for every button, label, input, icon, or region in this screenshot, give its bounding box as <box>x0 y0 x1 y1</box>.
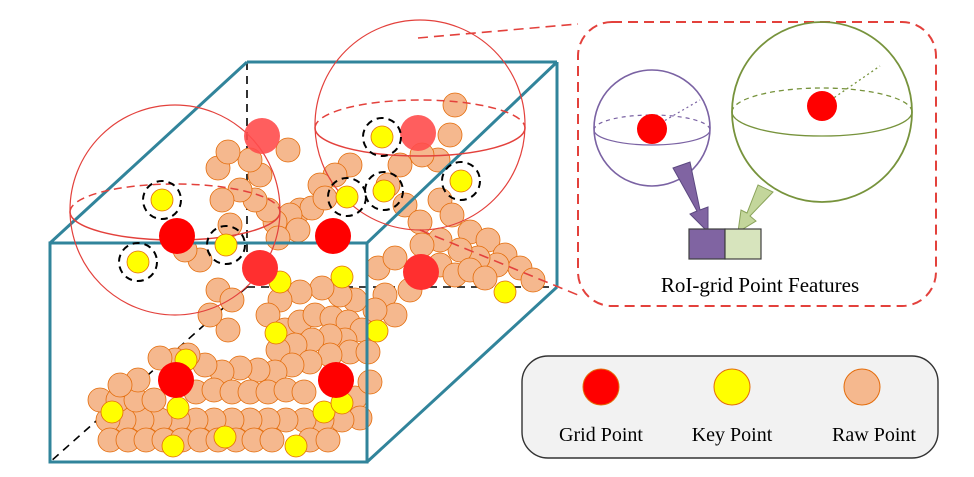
box-edges <box>48 60 559 464</box>
grid-point <box>315 218 351 254</box>
grid-points <box>158 115 439 398</box>
raw-point <box>291 379 317 405</box>
key-point <box>312 400 336 424</box>
raw-point <box>259 427 285 453</box>
grid-point <box>158 362 194 398</box>
green-sphere <box>731 21 913 203</box>
raw-point <box>315 427 341 453</box>
key-point <box>449 169 473 193</box>
grid-point <box>403 254 439 290</box>
key-point-ring <box>118 242 158 282</box>
legend-raw-label: Raw Point <box>832 424 916 446</box>
raw-point <box>382 245 408 271</box>
raw-point <box>357 369 383 395</box>
green-feature-box <box>724 228 762 260</box>
grid-point <box>159 218 195 254</box>
raw-point <box>217 212 243 238</box>
key-point-ring <box>364 171 404 211</box>
key-point-ring <box>362 117 402 157</box>
key-point <box>493 280 517 304</box>
legend-grid-label: Grid Point <box>559 424 643 446</box>
raw-point <box>472 265 498 291</box>
legend-key-label: Key Point <box>692 424 773 446</box>
key-point <box>126 250 150 274</box>
raw-point <box>275 137 301 163</box>
raw-point <box>387 152 413 178</box>
grid-point <box>637 114 667 144</box>
raw-point <box>442 92 468 118</box>
raw-point <box>309 275 335 301</box>
raw-point <box>215 317 241 343</box>
raw-point-cloud <box>87 92 546 453</box>
raw-point <box>437 122 463 148</box>
raw-point <box>141 387 167 413</box>
raw-point <box>197 302 223 328</box>
key-point <box>100 400 124 424</box>
raw-point <box>312 185 338 211</box>
inset-panel: RoI-grid Point Features <box>577 21 937 307</box>
purple-arrow <box>672 161 709 234</box>
inset-label: RoI-grid Point Features <box>661 273 859 297</box>
key-point <box>264 321 288 345</box>
grid-point <box>242 250 278 286</box>
legend-raw-swatch <box>843 368 881 406</box>
green-arrow <box>737 184 774 233</box>
raw-point <box>107 372 133 398</box>
purple-sphere <box>593 69 711 187</box>
key-point <box>370 125 394 149</box>
key-point <box>335 185 359 209</box>
legend-box <box>521 355 939 459</box>
key-point <box>365 319 389 343</box>
key-point-ring <box>206 225 246 265</box>
key-point <box>150 188 174 212</box>
raw-point <box>147 345 173 371</box>
purple-feature-box <box>688 228 726 260</box>
zoom-connectors <box>417 23 579 296</box>
key-point <box>284 434 308 458</box>
key-point <box>214 233 238 257</box>
grid-point <box>244 118 280 154</box>
grid-point <box>318 362 354 398</box>
raw-point <box>215 139 241 165</box>
legend: Grid Point Key Point Raw Point <box>521 355 939 459</box>
grid-point <box>807 91 837 121</box>
raw-point <box>209 187 235 213</box>
key-point-cloud <box>100 265 517 458</box>
raw-point <box>439 202 465 228</box>
key-point <box>330 265 354 289</box>
key-point <box>372 179 396 203</box>
legend-grid-swatch <box>582 368 620 406</box>
key-point <box>161 434 185 458</box>
key-point-ring <box>142 180 182 220</box>
key-point <box>166 396 190 420</box>
raw-point <box>409 232 435 258</box>
key-point-ring <box>441 161 481 201</box>
key-point <box>213 425 237 449</box>
legend-key-swatch <box>713 368 751 406</box>
grid-point <box>400 115 436 151</box>
